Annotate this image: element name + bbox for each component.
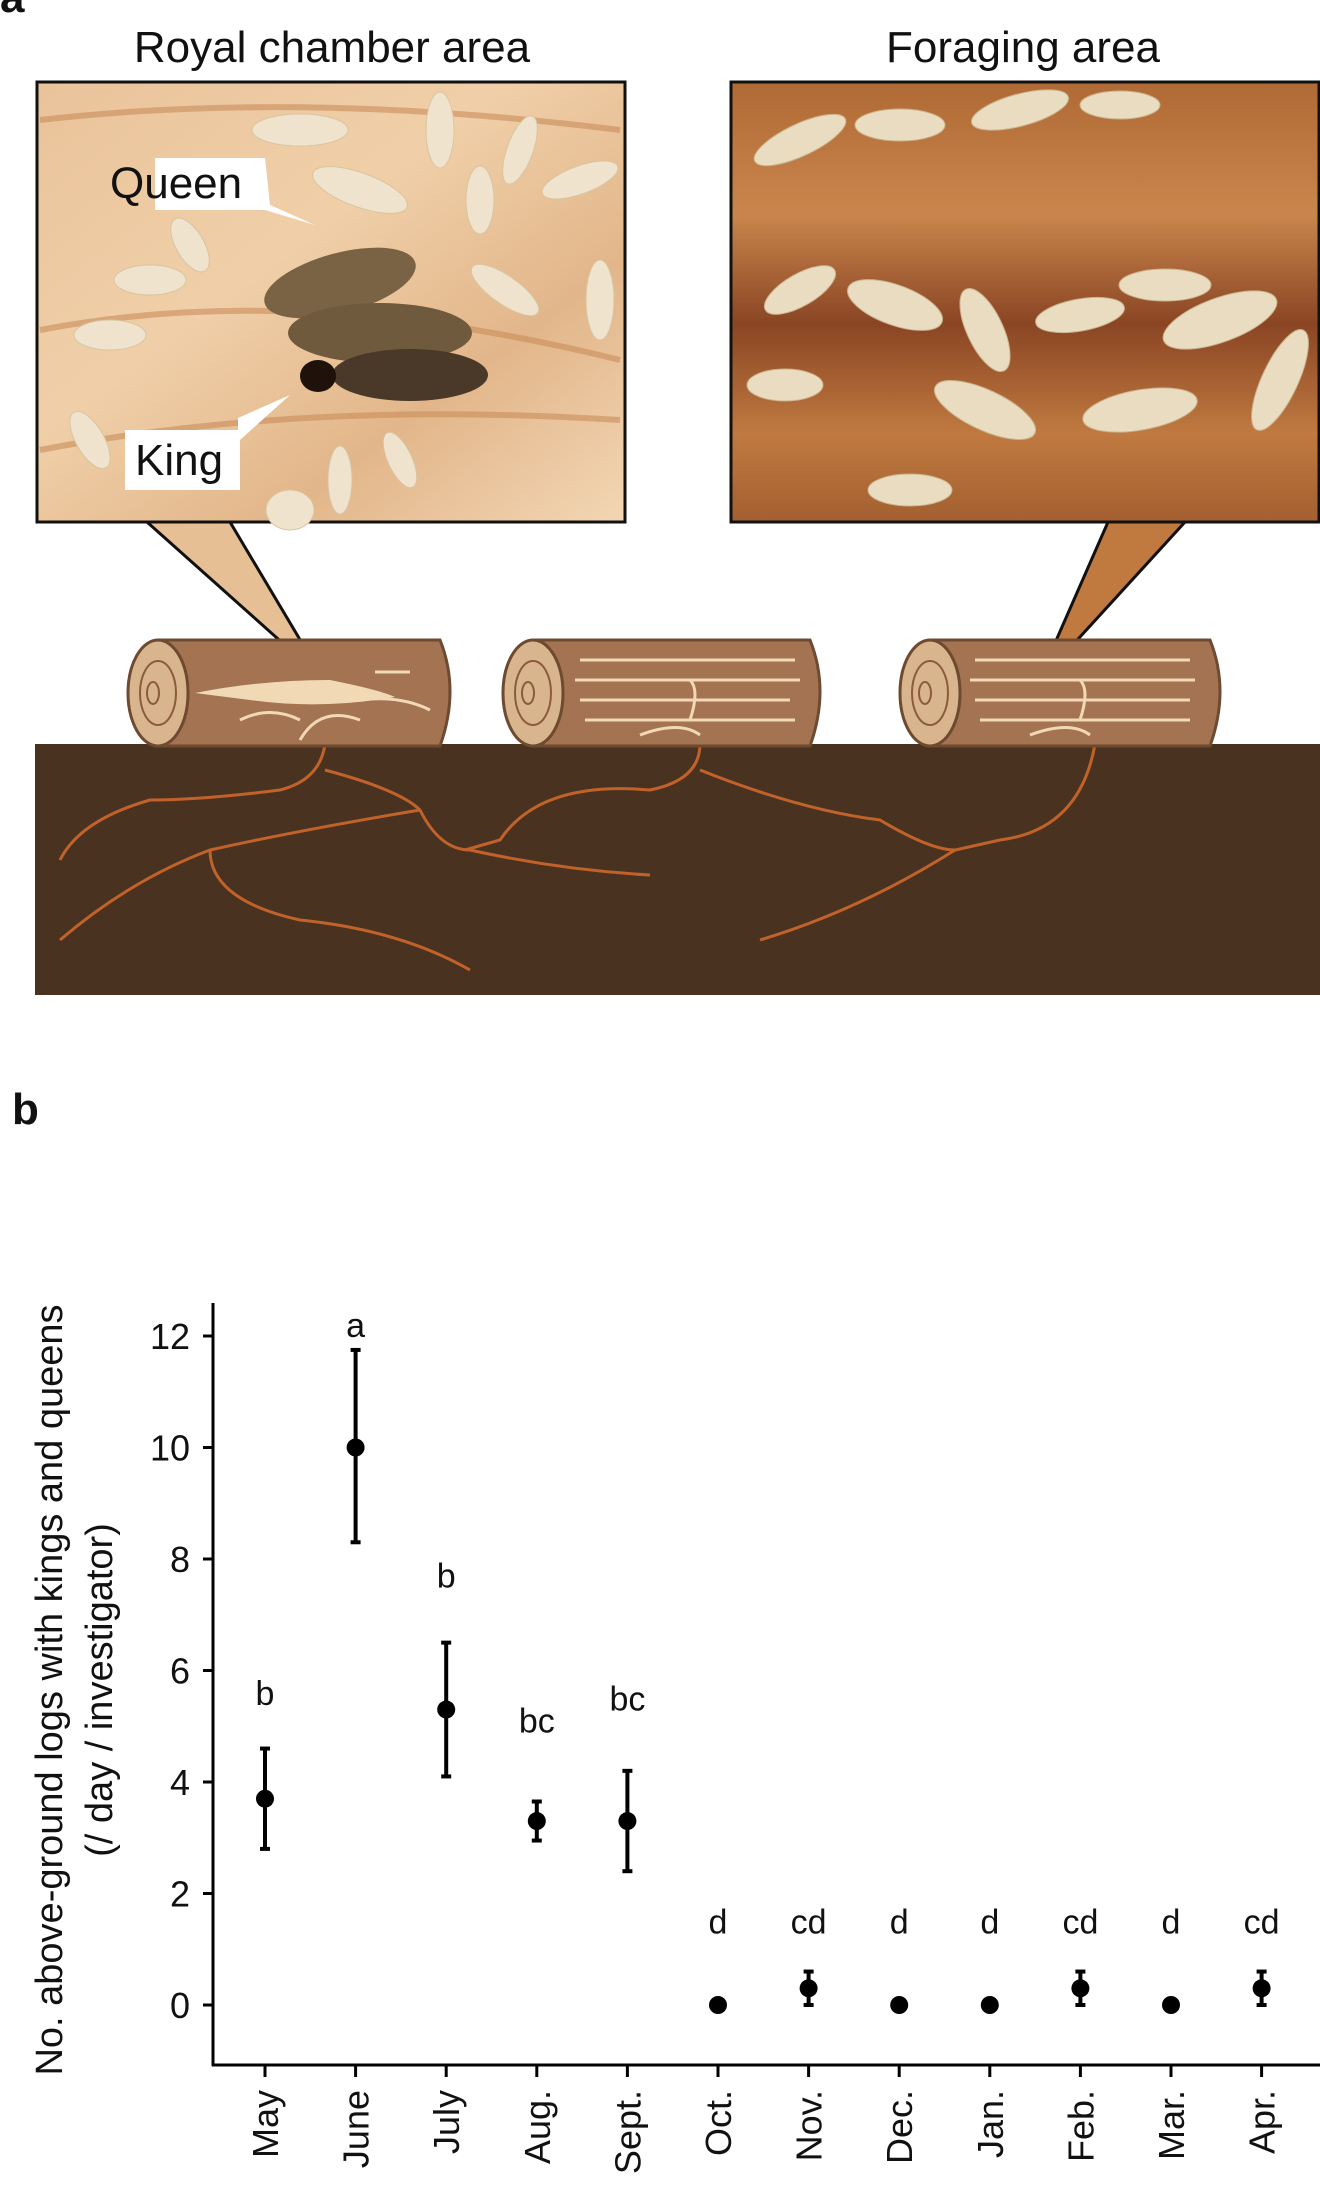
log-royal <box>126 638 452 748</box>
y-axis-label-line1: No. above-ground logs with kings and que… <box>29 1304 71 2075</box>
x-tick-label: Dec. <box>879 2090 920 2164</box>
y-tick-label: 0 <box>170 1985 190 2026</box>
significance-label: d <box>1162 1903 1181 1941</box>
log-foraging <box>898 638 1222 748</box>
data-point <box>1162 1996 1180 2014</box>
significance-label: d <box>709 1903 728 1941</box>
x-tick-label: May <box>245 2090 286 2158</box>
data-point <box>980 1996 999 2014</box>
data-point <box>709 1996 727 2014</box>
significance-label: a <box>346 1307 365 1345</box>
significance-label: cd <box>791 1903 827 1941</box>
significance-label: cd <box>1244 1903 1280 1941</box>
y-tick-label: 2 <box>170 1874 190 1915</box>
data-point <box>1071 1979 1090 1998</box>
x-tick-label: Aug. <box>517 2090 558 2164</box>
significance-label: d <box>890 1903 909 1941</box>
x-tick-label: Sept. <box>607 2090 648 2174</box>
x-tick-label: Mar. <box>1151 2090 1192 2160</box>
king-callout-box <box>125 395 290 490</box>
foraging-area-photo <box>729 80 1320 686</box>
data-point <box>527 1812 546 1831</box>
panel-label-a: a <box>0 0 25 22</box>
x-tick-label: June <box>336 2090 377 2168</box>
data-point <box>256 1789 274 1808</box>
log-middle <box>501 638 822 748</box>
data-point <box>1252 1979 1271 1998</box>
x-tick-label: Jan. <box>970 2090 1011 2158</box>
significance-label: d <box>980 1903 999 1941</box>
x-tick-label: Nov. <box>789 2090 830 2161</box>
x-tick-label: July <box>426 2090 467 2154</box>
significance-label: bc <box>519 1703 555 1741</box>
panel-label-b: b <box>12 1085 39 1134</box>
data-point <box>799 1979 818 1998</box>
y-axis-label-line2: (/ day / investigator) <box>79 1523 121 1857</box>
royal-chamber-title: Royal chamber area <box>134 23 531 72</box>
y-tick-label: 10 <box>150 1428 190 1469</box>
chart: No. above-ground logs with kings and que… <box>29 1303 1320 2174</box>
foraging-area-title: Foraging area <box>886 23 1160 72</box>
royal-chamber-photo: Queen King <box>35 80 627 682</box>
significance-label: b <box>437 1558 456 1596</box>
x-tick-label: Feb. <box>1060 2090 1101 2162</box>
queen-callout-label: Queen <box>110 159 242 208</box>
ground-illustration <box>35 638 1320 995</box>
significance-label: cd <box>1062 1903 1098 1941</box>
data-point <box>437 1700 456 1719</box>
data-point <box>618 1812 637 1831</box>
y-tick-label: 12 <box>150 1316 190 1357</box>
significance-label: bc <box>609 1680 645 1718</box>
y-tick-label: 4 <box>170 1762 190 1803</box>
king-callout-label: King <box>135 436 223 485</box>
x-tick-label: Oct. <box>698 2090 739 2156</box>
significance-label: b <box>256 1675 275 1713</box>
x-tick-label: Apr. <box>1242 2090 1283 2154</box>
queen-callout-box <box>155 158 315 225</box>
data-point <box>346 1438 365 1457</box>
y-tick-label: 6 <box>170 1651 190 1692</box>
y-tick-label: 8 <box>170 1539 190 1580</box>
data-point <box>890 1996 909 2014</box>
